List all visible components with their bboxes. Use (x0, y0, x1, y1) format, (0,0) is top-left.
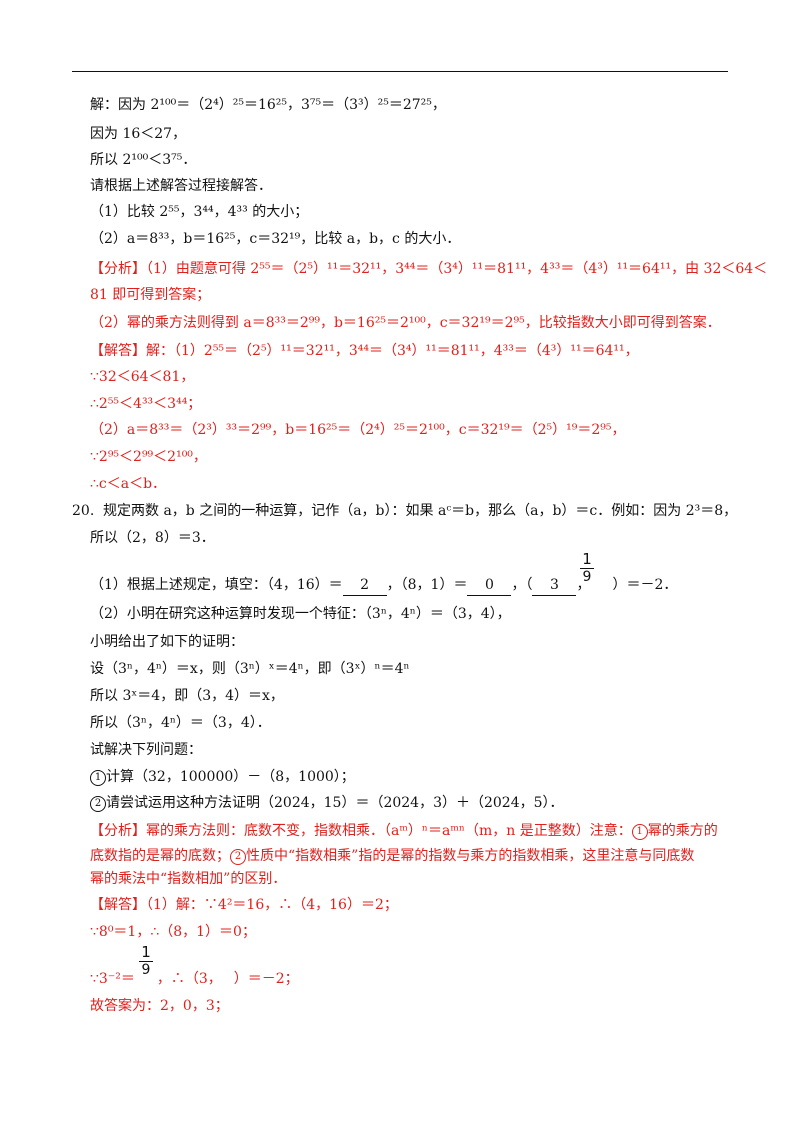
intro-question-1: （1）比较 2⁵⁵，3⁴⁴，4³³ 的大小； (90, 204, 309, 220)
circled-one-marker: 1 (90, 770, 106, 786)
analysis-text-tail: 性质中“指数相乘”指的是幂的指数与乘方的指数相乘，这里注意与同底数 (246, 848, 695, 864)
intro-line-1: 解：因为 2¹⁰⁰＝（2⁴）²⁵＝16²⁵，3⁷⁵＝（3³）²⁵＝27²⁵， (90, 97, 446, 113)
q20-answer-line-2: ∵8⁰＝1，∴（8，1）＝0； (90, 924, 256, 940)
q19-analysis-line-3: （2）幂的乘方法则得到 a＝8³³＝2⁹⁹，b＝16²⁵＝2¹⁰⁰，c＝32¹⁹… (90, 315, 721, 331)
q19-answer-line-1: 【解答】解：（1）2⁵⁵＝（2⁵）¹¹＝32¹¹，3⁴⁴＝（3⁴）¹¹＝81¹¹… (90, 341, 639, 361)
fraction-bar (580, 568, 594, 569)
analysis-text: 幂的乘方法则：底数不变，指数相乘．（aᵐ）ⁿ＝aᵐⁿ（m，n 是正整数）注意： (146, 823, 632, 839)
fraction-denominator: 9 (582, 569, 592, 585)
analysis-text: （1）由题意可得 2⁵⁵＝（2⁵）¹¹＝32¹¹，3⁴⁴＝（3⁴）¹¹＝81¹¹… (146, 261, 768, 277)
analysis-text: 底数指的是幂的底数； (90, 848, 230, 864)
circled-two-marker: 2 (90, 796, 106, 812)
proof-line-3: 所以（3ⁿ，4ⁿ）＝（3，4）． (90, 715, 271, 731)
q19-answer-line-5: ∵2⁹⁵＜2⁹⁹＜2¹⁰⁰， (90, 449, 207, 465)
fraction-one-ninth: 1 9 (580, 552, 594, 585)
answer-blank-1: 2 (342, 575, 387, 596)
part1-sep-1: ，（8，1）＝ (386, 577, 468, 593)
answer-text: ∵3⁻²＝ (90, 971, 135, 987)
q19-answer-line-6: ∴c＜a＜b． (90, 476, 167, 492)
q19-answer-line-2: ∵32＜64＜81， (90, 369, 195, 385)
q20-analysis-line-1: 【分析】幂的乘方法则：底数不变，指数相乘．（aᵐ）ⁿ＝aᵐⁿ（m，n 是正整数）… (90, 821, 718, 841)
fraction-numerator: 1 (582, 550, 592, 568)
header-rule (72, 71, 728, 72)
intro-line-4: 请根据上述解答过程接解答． (90, 178, 272, 194)
q20-stem-line-1: 规定两数 a，b 之间的一种运算，记作（a，b）：如果 aᶜ＝b，那么（a，b）… (103, 503, 738, 519)
part1-sep-2: ，（ (511, 577, 533, 593)
q20-number: 20. (72, 503, 95, 519)
q19-analysis-line-1: 【分析】（1）由题意可得 2⁵⁵＝（2⁵）¹¹＝32¹¹，3⁴⁴＝（3⁴）¹¹＝… (90, 259, 767, 279)
proof-line-2: 所以 3ˣ＝4，即（3，4）＝x， (90, 688, 284, 704)
analysis-tag: 【分析】 (90, 823, 146, 839)
q20-answer-line-3: ∵3⁻²＝ ，∴（3， ）＝－2； (90, 969, 299, 989)
proof-line-1: 设（3ⁿ，4ⁿ）＝x，则（3ⁿ）ˣ＝4ⁿ，即（3ˣ）ⁿ＝4ⁿ (90, 661, 410, 677)
q20-stem-line-2: 所以（2，8）＝3． (90, 530, 215, 546)
fraction-one-ninth: 1 9 (139, 945, 153, 978)
q20-part1: （1）根据上述规定，填空：（4，16）＝2，（8，1）＝0，（3， ）＝－2． (90, 575, 677, 596)
part1-sep-3: ， (576, 577, 591, 593)
fraction-numerator: 1 (141, 943, 151, 961)
intro-line-3: 所以 2¹⁰⁰＜3⁷⁵． (90, 152, 197, 168)
answer-text: ）＝－2； (233, 971, 299, 987)
analysis-tag: 【分析】 (90, 261, 146, 277)
task-1-text: 计算（32，100000）－（8，1000）； (106, 769, 355, 785)
answer-blank-3: 3 (532, 575, 577, 596)
answer-text: （1）解：∵4²＝16，∴（4，16）＝2； (146, 897, 398, 913)
q19-answer-line-4: （2）a＝8³³＝（2³）³³＝2⁹⁹，b＝16²⁵＝（2⁴）²⁵＝2¹⁰⁰，c… (90, 422, 626, 438)
intro-line-2: 因为 16＜27， (90, 126, 187, 142)
q19-analysis-line-2: 81 即可得到答案； (90, 287, 211, 303)
task-intro: 试解决下列问题： (90, 742, 202, 758)
analysis-text-tail: 幂的乘方的 (647, 823, 718, 839)
q19-answer-line-3: ∴2⁵⁵＜4³³＜3⁴⁴； (90, 396, 202, 412)
q20-answer-line-1: 【解答】（1）解：∵4²＝16，∴（4，16）＝2； (90, 895, 398, 915)
circled-two-marker: 2 (230, 849, 246, 865)
part1-tail: ）＝－2． (612, 577, 678, 593)
answer-blank-2: 0 (467, 575, 512, 596)
q20-analysis-line-3: 幂的乘法中“指数相加”的区别． (90, 871, 287, 887)
fraction-bar (139, 961, 153, 962)
part1-lead: （1）根据上述规定，填空：（4，16）＝ (90, 577, 343, 593)
answer-tag: 【解答】 (90, 343, 146, 359)
answer-text: 解：（1）2⁵⁵＝（2⁵）¹¹＝32¹¹，3⁴⁴＝（3⁴）¹¹＝81¹¹，4³³… (146, 343, 639, 359)
task-2-text: 请尝试运用这种方法证明（2024，15）＝（2024，3）＋（2024，5）． (106, 795, 564, 811)
intro-question-2: （2）a＝8³³，b＝16²⁵，c＝32¹⁹，比较 a，b，c 的大小． (90, 231, 461, 247)
proof-intro: 小明给出了如下的证明： (90, 634, 244, 650)
answer-tag: 【解答】 (90, 897, 146, 913)
fraction-denominator: 9 (141, 962, 151, 978)
answer-text: ，∴（3， (156, 971, 222, 987)
circled-one-marker: 1 (631, 824, 648, 840)
q20-part2: （2）小明在研究这种运算时发现一个特征：（3ⁿ，4ⁿ）＝（3，4）， (90, 606, 511, 622)
q20-answer-line-4: 故答案为：2，0，3； (90, 998, 229, 1014)
